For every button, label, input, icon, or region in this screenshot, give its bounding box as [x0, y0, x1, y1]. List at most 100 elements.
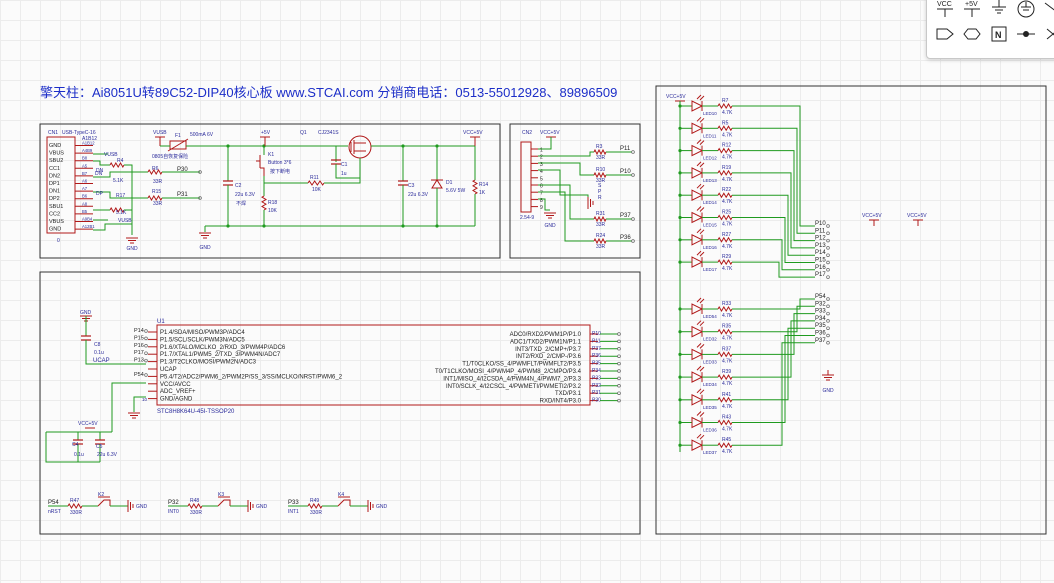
no-connect-flag-icon-glyph: N	[991, 26, 1007, 42]
cn2-pin-number: 8	[540, 198, 543, 204]
led-resistor	[717, 442, 733, 449]
d1-zener-symbol[interactable]	[431, 179, 443, 189]
vusb-label: VUSB	[153, 130, 167, 136]
usb-pin-number: A7	[82, 186, 88, 191]
key-switch-symbol[interactable]	[217, 499, 231, 507]
u1-right-pin	[617, 398, 621, 403]
led-diode-symbol[interactable]	[691, 393, 704, 406]
key-switch-symbol[interactable]	[97, 499, 111, 507]
net-port-bidir-icon[interactable]	[960, 23, 984, 45]
no-connect-flag-icon[interactable]: N	[987, 23, 1011, 45]
key-net: P33	[288, 500, 299, 506]
key-r-ref: R49	[310, 498, 319, 504]
led-resistor	[717, 259, 733, 266]
junction-dot	[678, 307, 682, 311]
led-r-ref: R5	[722, 120, 729, 126]
p31-pin	[198, 196, 202, 200]
led-diode-symbol[interactable]	[691, 211, 704, 224]
led-emit-arrow-1	[696, 161, 702, 167]
led-net-wire	[732, 239, 815, 271]
led-diode-symbol[interactable]	[691, 144, 704, 157]
key-r-value: 330R	[310, 510, 322, 516]
led-net-label: P13	[815, 243, 826, 249]
led-net-label: P54	[815, 294, 826, 300]
cn2-v3: R	[598, 195, 602, 201]
led-net-pin	[826, 297, 830, 301]
cross-icon[interactable]	[1041, 23, 1054, 45]
led-diode-symbol[interactable]	[691, 256, 704, 268]
led-resistor	[717, 351, 733, 358]
led-diode-symbol[interactable]	[691, 303, 704, 315]
header-frame	[509, 123, 641, 259]
led-resistor	[717, 419, 733, 426]
led-r-ref: R45	[722, 437, 731, 443]
earth-ground-icon[interactable]	[1014, 0, 1038, 19]
led-emit-arrow-2	[699, 434, 705, 440]
u1-mcu-body[interactable]	[156, 324, 591, 406]
svg-text:N: N	[995, 30, 1002, 40]
svg-text:VCC: VCC	[937, 1, 952, 8]
led-diode-symbol[interactable]	[691, 167, 704, 179]
usb-pin-name: DN2	[49, 173, 60, 179]
led-emit-arrow-2	[699, 412, 705, 417]
cn2-pin-number: 3	[540, 162, 543, 168]
k1-lead[interactable]	[260, 167, 265, 176]
f1-value: 500mA 6V	[190, 132, 214, 138]
led-emit-arrow-1	[696, 320, 702, 326]
led-diode-symbol[interactable]	[691, 233, 704, 246]
usb-connector-body[interactable]	[46, 136, 76, 234]
cn2-header-body[interactable]	[520, 141, 532, 213]
usb-pin-number: A12B1	[82, 224, 95, 229]
led-net-label: P16	[815, 265, 826, 271]
key-switch-symbol[interactable]	[337, 499, 351, 507]
c4-ref: C4	[72, 442, 79, 448]
led-diode-symbol[interactable]	[691, 416, 704, 429]
led-r-value: 4.7K	[722, 266, 733, 272]
led-diode-symbol[interactable]	[691, 122, 704, 135]
junction-dot	[678, 352, 682, 356]
led-net-wire	[732, 320, 815, 378]
led-r-value: 4.7K	[722, 381, 733, 387]
led-net-label: P10	[815, 221, 826, 227]
f1-ref: F1	[175, 133, 181, 139]
c2-note: 不焊	[236, 200, 246, 207]
led-net-label: P14	[815, 250, 826, 256]
vcc-icon[interactable]: VCC	[933, 0, 957, 19]
led-emit-arrow-1	[696, 297, 702, 303]
ucap-wire	[85, 340, 146, 365]
fuse-f1-body[interactable]	[169, 140, 187, 150]
led-r-value: 4.7K	[722, 132, 733, 138]
led-diode-symbol[interactable]	[691, 371, 704, 383]
r6-resistor	[147, 169, 163, 175]
r24-value: 33R	[596, 244, 606, 250]
u1-pin10: 10	[142, 397, 148, 402]
led-diode-symbol[interactable]	[691, 325, 704, 338]
r10-ref: R10	[596, 167, 605, 173]
led-resistor	[717, 103, 733, 109]
plus5v-icon[interactable]: +5V	[960, 0, 984, 19]
led-resistor	[717, 306, 733, 312]
key-gnd-label: GND	[136, 504, 148, 510]
led-resistor	[717, 125, 733, 132]
ground-icon[interactable]	[987, 0, 1011, 19]
led-diode-symbol[interactable]	[691, 348, 704, 361]
led-r-ref: R33	[722, 301, 731, 307]
net-port-icon[interactable]	[933, 23, 957, 45]
usb-pin-name: CC2	[49, 211, 60, 217]
plus5v-icon-glyph: +5V	[964, 1, 980, 17]
led-r-ref: R39	[722, 369, 731, 375]
power-flag-icon[interactable]	[1041, 0, 1054, 19]
led-emit-arrow-2	[699, 321, 705, 327]
led-emit-arrow-1	[696, 433, 702, 439]
u1-left-net: P13	[134, 358, 144, 364]
k1-value: Button 3*6	[268, 160, 292, 166]
mcu-vcc-label: VCC+5V	[78, 421, 98, 427]
led-diode-symbol[interactable]	[691, 439, 704, 452]
junction-dot	[678, 420, 682, 425]
led-diode-symbol[interactable]	[691, 100, 704, 112]
junction-dot-icon[interactable]	[1014, 23, 1038, 45]
junction-dot	[678, 375, 682, 379]
q1-mosfet-body[interactable]	[348, 135, 372, 159]
led-diode-symbol[interactable]	[691, 189, 704, 202]
